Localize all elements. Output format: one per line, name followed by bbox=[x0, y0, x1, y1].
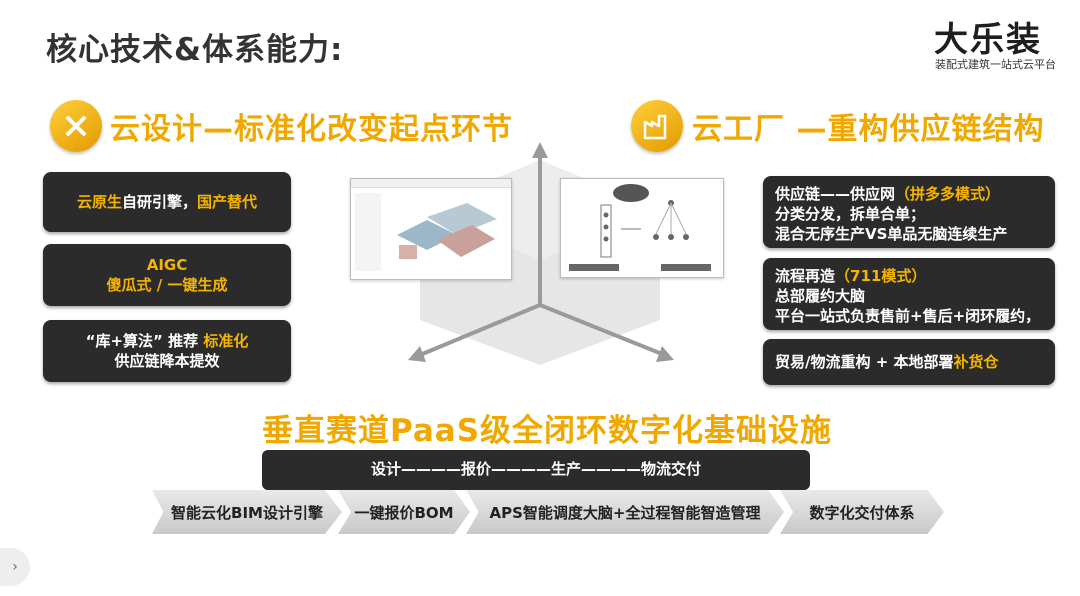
step-label: 一键报价BOM bbox=[354, 503, 454, 522]
step-label: 智能云化BIM设计引擎 bbox=[171, 503, 323, 522]
card-text: 流程再造 bbox=[775, 267, 836, 285]
step-aps-manufacturing: APS智能调度大脑+全过程智能智造管理 bbox=[466, 490, 784, 534]
card-text: 供应链——供应网 bbox=[775, 185, 896, 203]
logo: 大乐装 装配式建筑一站式云平台 bbox=[906, 8, 1056, 78]
left-card-3: “库+算法” 推荐 标准化 供应链降本提效 bbox=[43, 320, 291, 382]
right-section-title: 云工厂 —重构供应链结构 bbox=[692, 112, 1045, 147]
step-bim-design: 智能云化BIM设计引擎 bbox=[152, 490, 342, 534]
card-highlight: 云原生 bbox=[76, 193, 122, 211]
left-card-1: 云原生自研引擎，国产替代 bbox=[43, 172, 291, 232]
process-bar bbox=[262, 450, 810, 490]
left-card-2: AIGC 傻瓜式 / 一键生成 bbox=[43, 244, 291, 306]
card-text: 供应链降本提效 bbox=[114, 352, 220, 370]
card-text: “库+算法” 推荐 bbox=[85, 332, 204, 350]
page-title: 核心技术&体系能力: bbox=[46, 32, 344, 68]
card-text: 分类分发，拆单合单； bbox=[775, 205, 926, 223]
card-highlight: 傻瓜式 / 一键生成 bbox=[106, 276, 228, 294]
card-text: 贸易/物流重构 + 本地部署 bbox=[775, 353, 954, 371]
card-text: 平台一站式负责售前+售后+闭环履约， bbox=[775, 307, 1041, 325]
left-section-title: 云设计—标准化改变起点环节 bbox=[110, 112, 513, 147]
step-label: APS智能调度大脑+全过程智能智造管理 bbox=[489, 503, 761, 522]
card-text: 总部履约大脑 bbox=[775, 287, 866, 305]
supply-chain-diagram bbox=[560, 178, 724, 278]
right-card-3: 贸易/物流重构 + 本地部署补货仓 bbox=[763, 339, 1055, 385]
card-highlight: 补货仓 bbox=[953, 353, 999, 371]
design-software-screenshot bbox=[350, 178, 512, 280]
step-digital-delivery: 数字化交付体系 bbox=[780, 490, 944, 534]
card-highlight: （711模式） bbox=[835, 267, 927, 285]
infrastructure-title: 垂直赛道PaaS级全闭环数字化基础设施 bbox=[262, 413, 833, 449]
next-slide-button[interactable]: › bbox=[0, 548, 30, 586]
step-quote-bom: 一键报价BOM bbox=[338, 490, 470, 534]
chevron-right-icon: › bbox=[12, 559, 18, 575]
logo-tagline: 装配式建筑一站式云平台 bbox=[935, 58, 1056, 71]
card-text: 自研引擎， bbox=[121, 193, 197, 211]
card-highlight: （拼多多模式） bbox=[895, 185, 1001, 203]
factory-icon bbox=[631, 100, 683, 152]
logo-mark: 大乐装 bbox=[934, 20, 1042, 60]
right-card-1: 供应链——供应网（拼多多模式） 分类分发，拆单合单； 混合无序生产VS单品无脑连… bbox=[763, 176, 1055, 248]
card-highlight: AIGC bbox=[146, 256, 188, 274]
right-card-2: 流程再造（711模式） 总部履约大脑 平台一站式负责售前+售后+闭环履约， bbox=[763, 258, 1055, 330]
process-flow-text: 设计————报价————生产————物流交付 bbox=[370, 460, 701, 478]
card-text: 混合无序生产VS单品无脑连续生产 bbox=[775, 225, 1008, 243]
step-label: 数字化交付体系 bbox=[809, 503, 915, 522]
card-highlight: 标准化 bbox=[203, 332, 249, 350]
design-tools-icon bbox=[50, 100, 102, 152]
card-highlight: 国产替代 bbox=[197, 193, 258, 211]
